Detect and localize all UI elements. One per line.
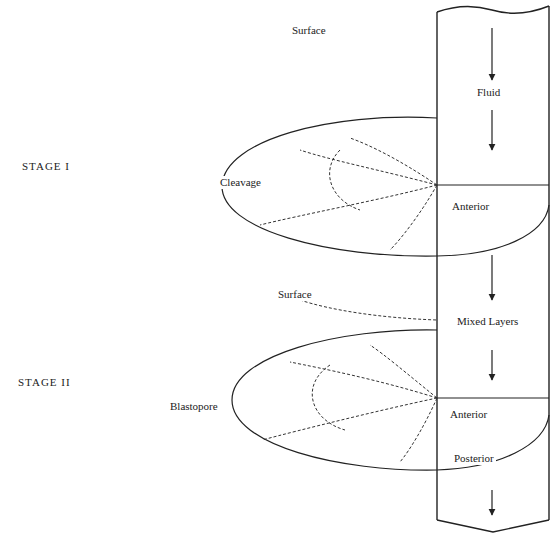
band-outline [437, 6, 549, 532]
region-label: Anterior [448, 408, 489, 421]
spiral-curves [260, 138, 437, 462]
layer-label: Mixed Layers [455, 315, 520, 328]
flow-arrows [491, 28, 492, 515]
stage-label: STAGE II [16, 376, 73, 389]
surface-label: Surface [276, 288, 314, 301]
disc-outlines [222, 117, 549, 470]
region-label: Anterior [450, 200, 491, 213]
region-label: Posterior [452, 452, 496, 465]
surface-label: Surface [290, 24, 328, 37]
region-label: Cleavage [218, 176, 263, 189]
region-label: Blastopore [168, 400, 220, 413]
stage-label: STAGE I [20, 160, 72, 173]
flow-label: Fluid [475, 86, 502, 99]
